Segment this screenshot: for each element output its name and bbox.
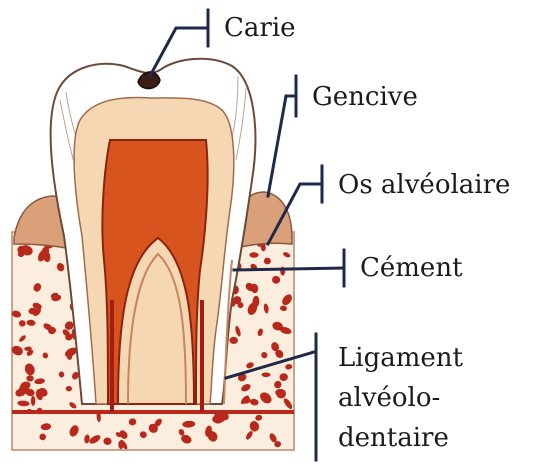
label-ligament-line3: dentaire	[338, 418, 538, 458]
bone-spot	[31, 396, 35, 406]
leader-cement	[234, 268, 344, 270]
label-cement: Cément	[360, 255, 463, 281]
label-ligament-line1: Ligament	[338, 338, 538, 378]
label-ligament-line2: alvéolo-	[338, 378, 538, 418]
label-gencive: Gencive	[312, 84, 418, 110]
bone-spot	[262, 373, 271, 378]
label-carie: Carie	[224, 15, 296, 41]
leader-gencive	[268, 96, 296, 196]
label-ligament: Ligament alvéolo- dentaire	[338, 338, 538, 458]
label-os-alveolaire: Os alvéolaire	[338, 172, 510, 198]
